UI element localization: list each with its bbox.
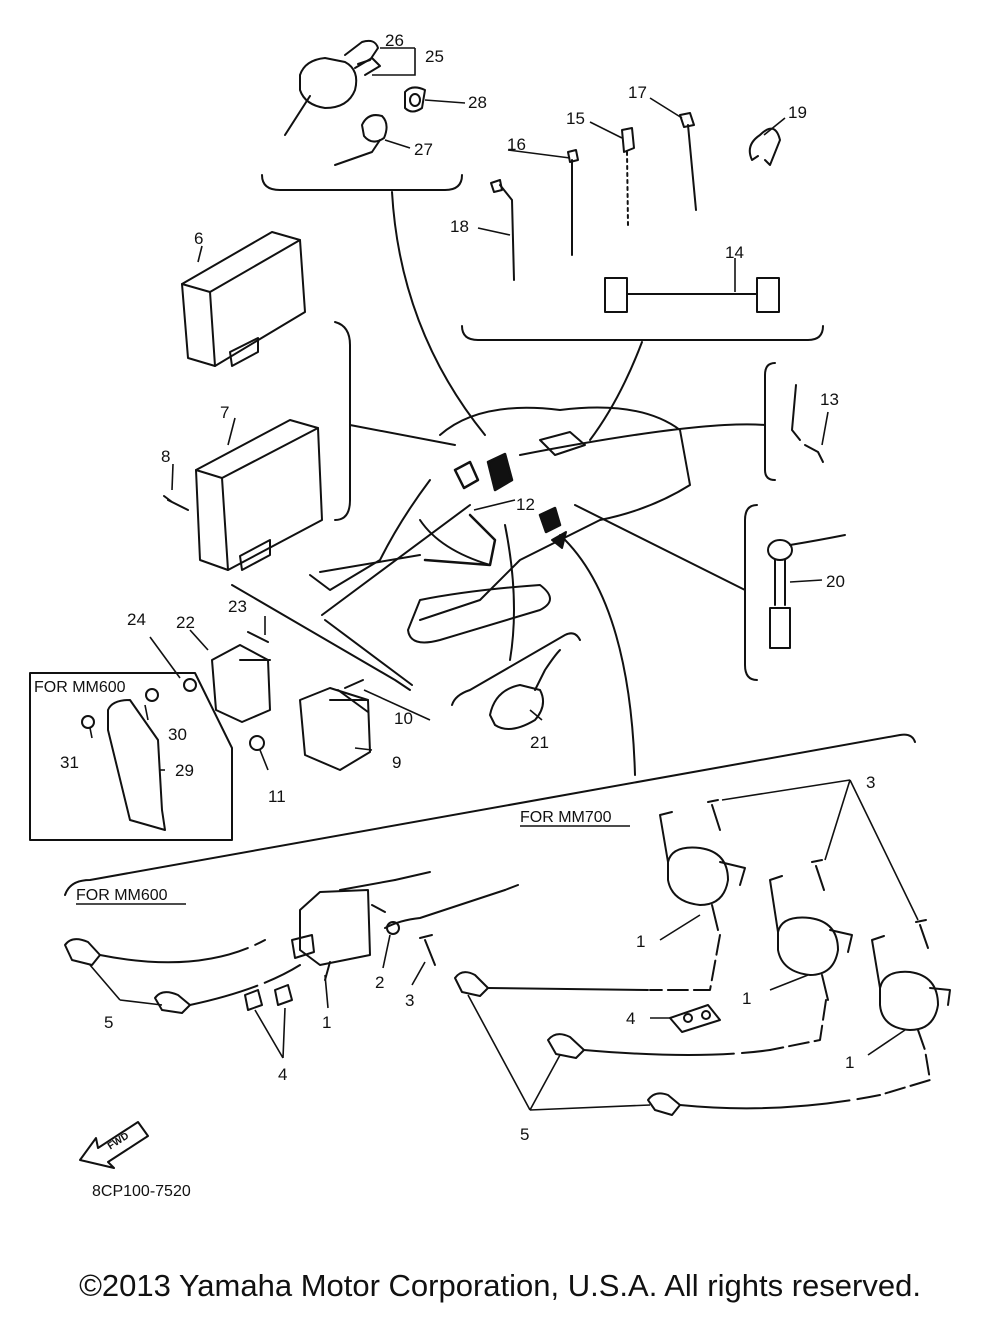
callout-10: 10 [394,709,413,728]
caption-mm700: FOR MM700 [520,809,612,826]
caption-mm600-box: FOR MM600 [34,679,126,696]
callout-3-mm600: 3 [405,991,414,1010]
bracket-29 [81,688,166,831]
callout-23: 23 [228,597,247,616]
bracket-top-right [461,325,824,341]
callout-31: 31 [60,753,79,772]
callout-1-mm700-c: 1 [845,1053,854,1072]
callout-28: 28 [468,93,487,112]
callout-20: 20 [826,572,845,591]
callout-22: 22 [176,613,195,632]
bracket-22 [231,584,411,691]
callout-3-mm700: 3 [866,773,875,792]
mm600-coil-1 [291,871,519,981]
callout-26: 26 [385,31,404,50]
callout-16: 16 [507,135,526,154]
mm700-coil-2 [769,875,853,1051]
mm600-plug-caps [64,938,301,1014]
fwd-arrow-icon [79,1121,149,1169]
callout-5-mm700: 5 [520,1125,529,1144]
callout-4-mm700: 4 [626,1009,635,1028]
relay-9 [249,679,371,771]
callout-1-mm700-a: 1 [636,932,645,951]
bracket-left [334,321,351,521]
callout-11: 11 [268,787,286,806]
wire-harness-12 [423,452,562,567]
bracket-21 [451,632,581,706]
drawing-code: 8CP100-7520 [92,1183,191,1200]
mm700-coil-3 [871,935,951,1096]
callout-15: 15 [566,109,585,128]
callout-5-mm600: 5 [104,1013,113,1032]
callout-19: 19 [788,103,807,122]
mm600-screw-3 [419,934,436,966]
parts-diagram: 26 25 28 27 15 17 19 16 18 14 6 7 8 13 1… [29,31,951,1200]
arrow-head [551,531,567,549]
callout-1-mm700-b: 1 [742,989,751,1008]
mm700-screws-3 [707,799,929,949]
bracket-right-upper [764,362,776,481]
warning-light-20 [767,534,846,649]
main-switch-assembly [284,39,426,166]
screw-8 [163,495,189,511]
callout-12: 12 [516,495,535,514]
snowmobile-body [309,406,691,644]
callout-1-mm600: 1 [322,1013,331,1032]
arrow-leader [559,534,636,776]
caption-mm600: FOR MM600 [76,887,168,904]
callout-4-mm600: 4 [278,1065,287,1084]
callout-17: 17 [628,83,647,102]
callout-8: 8 [161,447,170,466]
callout-13: 13 [820,390,839,409]
callout-30: 30 [168,725,187,744]
callout-18: 18 [450,217,469,236]
callout-24: 24 [127,610,146,629]
mm700-clamp-4 [669,1004,721,1033]
ignitor-unit-7 [195,419,323,571]
bracket-right-lower [744,504,758,681]
mm700-coil-1 [649,811,746,991]
sensor-21 [489,649,561,730]
copyright-notice: ©2013 Yamaha Motor Corporation, U.S.A. A… [79,1268,921,1303]
callout-6: 6 [194,229,203,248]
leader-top-left [391,191,486,436]
divider [64,733,916,896]
mm700-plug-caps [454,971,881,1116]
callout-9: 9 [392,753,401,772]
rectifier-22 [183,631,271,723]
leader-top-right [589,341,643,441]
callout-2: 2 [375,973,384,992]
mm600-box [29,672,233,841]
callout-21: 21 [530,733,549,752]
callout-25: 25 [425,47,444,66]
mm600-clamps-4 [244,984,293,1011]
clamps-and-bands [490,112,781,313]
ignitor-unit-6 [181,231,306,367]
callout-29: 29 [175,761,194,780]
bracket-top-left [261,174,463,191]
callout-leaders [89,47,919,1111]
callout-14: 14 [725,243,744,262]
callout-27: 27 [414,140,433,159]
callout-7: 7 [220,403,229,422]
